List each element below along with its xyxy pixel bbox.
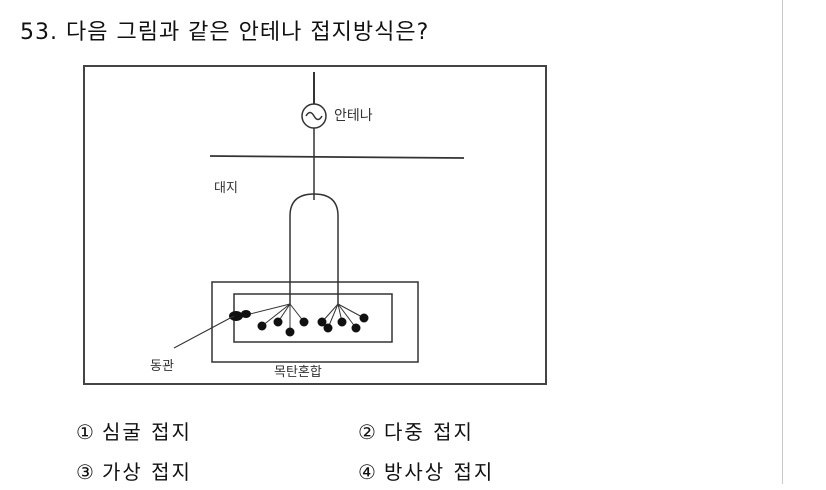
question-line: 53. 다음 그림과 같은 안테나 접지방식은? [20, 14, 429, 46]
electrodes [229, 310, 369, 337]
ground-label: 대지 [214, 181, 238, 196]
page-divider [782, 0, 783, 484]
option-text: 심굴 접지 [101, 419, 192, 444]
mixture-label: 목탄혼합 [274, 365, 322, 380]
ac-source-icon [301, 103, 327, 129]
pipe-label: 동관 [150, 359, 174, 374]
option-number: ③ [76, 459, 96, 484]
ground-pit-outer [211, 281, 419, 363]
diagram-frame [83, 65, 547, 385]
antenna-grounding-figure: 안테나 대지 [78, 60, 552, 392]
antenna-label: 안테나 [334, 108, 373, 124]
ground-surface-line [209, 155, 465, 159]
option-text: 다중 접지 [383, 419, 474, 444]
option-text: 방사상 접지 [383, 459, 495, 484]
ground-pipe [289, 193, 339, 304]
option-number: ① [76, 419, 96, 444]
option-text: 가상 접지 [101, 459, 192, 484]
option-number: ④ [358, 459, 378, 484]
grounding-diagram: 안테나 대지 [83, 65, 547, 385]
question-text: 다음 그림과 같은 안테나 접지방식은? [66, 20, 430, 45]
question-number: 53. [20, 20, 58, 45]
pipe-pointer-line [173, 315, 235, 349]
option-number: ② [358, 419, 378, 444]
